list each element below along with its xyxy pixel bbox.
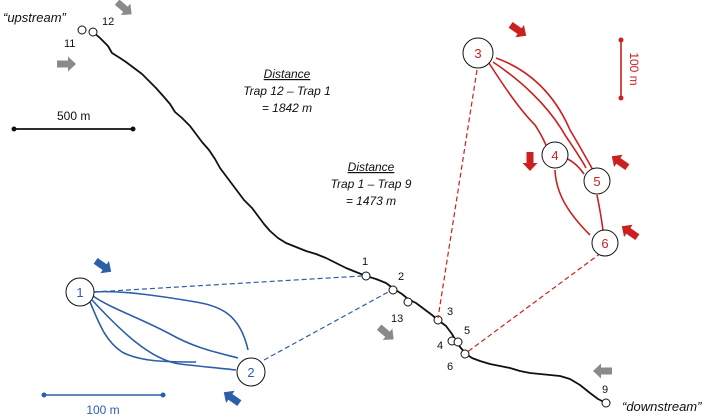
distance-1-9-line2: = 1473 m	[346, 194, 396, 208]
upstream-label: “upstream”	[3, 10, 67, 25]
trap-6	[460, 349, 470, 359]
arrow-icon	[508, 21, 527, 38]
trap-label-3: 3	[447, 306, 453, 318]
trap-2	[388, 285, 398, 295]
red-trap-3	[462, 37, 494, 69]
trap-label-1: 1	[362, 256, 368, 268]
blue-trap-1	[65, 277, 95, 307]
red-stream-east	[495, 57, 594, 171]
trap-13	[403, 297, 413, 307]
scale-label-red: 100 m	[627, 52, 641, 85]
blue-stream-outer	[91, 299, 237, 371]
distance-1-9: Distance Trap 1 – Trap 9 = 1473 m	[331, 160, 412, 208]
trap-label-9: 9	[602, 384, 608, 396]
blue-trap-label-1: 1	[76, 285, 83, 300]
blue-trap-label-2: 2	[247, 365, 254, 380]
trap-9	[601, 398, 611, 408]
red-trap-label-3: 3	[474, 46, 481, 61]
distance-1-9-heading: Distance	[348, 160, 395, 174]
distance-12-1-heading: Distance	[264, 67, 311, 81]
red-trap-label-6: 6	[601, 236, 608, 251]
trap-1	[361, 271, 371, 281]
arrow-icon	[57, 56, 76, 72]
red-trap-label-5: 5	[593, 174, 600, 189]
stream-path	[92, 31, 607, 404]
red-stream-5-6	[596, 194, 604, 232]
red-stream-west	[486, 59, 551, 156]
distance-1-9-line1: Trap 1 – Trap 9	[331, 177, 412, 191]
blue-dashed-link-2	[263, 290, 391, 361]
trap-label-12: 12	[102, 16, 114, 28]
red-dashed-link-3	[437, 69, 478, 319]
trap-label-5: 5	[464, 325, 470, 337]
arrow-icon	[611, 154, 630, 171]
red-trap-6	[591, 229, 619, 257]
trap-5	[453, 337, 463, 347]
trap-label-11: 11	[64, 38, 75, 50]
trap-label-13: 13	[391, 313, 403, 325]
distance-12-1-line2: = 1842 m	[262, 101, 312, 115]
downstream-label: “downstream”	[622, 399, 702, 414]
arrow-icon	[93, 257, 112, 274]
blue-stream-inner	[92, 295, 239, 359]
scale-label-blue: 100 m	[86, 403, 119, 417]
arrow-icon	[522, 152, 538, 171]
trap-label-2: 2	[398, 271, 404, 283]
red-stream-mid	[492, 61, 587, 169]
arrow-icon	[223, 390, 242, 407]
red-stream-4-6	[554, 169, 591, 236]
red-dashed-link-6	[465, 252, 602, 354]
scale-label-500m: 500 m	[57, 109, 90, 123]
trap-label-4: 4	[437, 340, 443, 352]
red-trap-label-4: 4	[551, 148, 558, 163]
arrow-icon	[376, 324, 394, 341]
arrow-icon	[621, 224, 640, 241]
blue-trap-2	[236, 357, 266, 387]
arrow-icon	[114, 0, 132, 16]
scale-bar-500m: 500 m	[11, 109, 136, 132]
blue-dashed-link-1	[93, 275, 363, 293]
red-stream-4-5	[565, 157, 585, 175]
blue-stream-upper	[93, 290, 249, 351]
trap-12	[88, 27, 98, 37]
scale-bar-blue: 100 m	[41, 392, 166, 417]
scale-bar-red: 100 m	[618, 37, 641, 101]
trap-11	[77, 25, 87, 35]
trap-label-6: 6	[447, 361, 453, 373]
distance-12-1-line1: Trap 12 – Trap 1	[243, 84, 331, 98]
arrow-icon	[593, 363, 612, 379]
blue-stream-lower	[89, 301, 197, 363]
red-trap-4	[541, 141, 569, 169]
red-trap-5	[583, 167, 611, 195]
distance-12-1: Distance Trap 12 – Trap 1 = 1842 m	[243, 67, 331, 115]
